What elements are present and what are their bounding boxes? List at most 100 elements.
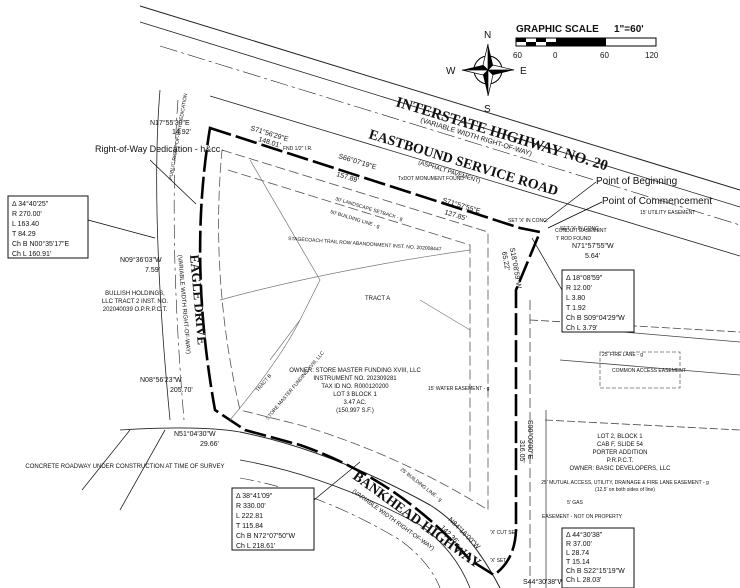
scale-title: GRAPHIC SCALE [516,24,599,35]
c2-chb: Ch B S09°04'29"W [566,314,625,322]
call-s00-dist: 316.05' [518,440,525,463]
compass-s: S [484,104,491,115]
call-n17: N17°55'30"E [150,119,190,127]
c2-l: L 3.80 [566,295,585,302]
call-n51-dist: 29.66' [200,441,219,448]
row-leader [149,159,197,205]
porter-label: PORTER ADDITION [593,450,648,456]
call-x-cut: 'X' CUT SET [490,530,518,536]
c4-chl: Ch L 28.03' [566,577,601,584]
lot2-label: LOT 2, BLOCK 1 [597,434,643,440]
call-txdot: TxDOT MONUMENT FOUND [398,176,464,182]
north-arrow-icon: N S E W [446,30,527,115]
c2-t: T 1.92 [566,305,586,312]
curve-table-c3: Δ 38°41'09" R 330.00' L 222.81 T 115.84 … [231,487,315,551]
subject-lot-block: OWNER: STORE MASTER FUNDING XVIII, LLC I… [289,368,421,414]
c1-l: L 163.40 [12,221,39,228]
scale-ratio: 1"=60' [614,24,644,35]
curve-table-c2: Δ 18°08'59" R 12.00' L 3.80 T 1.92 Ch B … [561,269,635,333]
eagle-drive-name: EAGLE DRIVE [187,254,210,346]
call-n09-dist: 7.59' [145,267,160,274]
call-fnd: FND 1/2" I.R. [283,146,313,152]
c1-chl: Ch L 160.91' [12,251,51,258]
common-label: COMMON ACCESS EASEMENT [612,368,686,374]
c1-r: R 270.00' [12,211,42,218]
c4-l: L 28.74 [566,550,589,557]
compass-e: E [520,66,527,77]
call-s00: S00°00'00"E [526,420,534,460]
call-n08-dist: 205.70' [170,387,193,394]
ifnd-label: 'I' ROD FOUND [556,236,591,242]
call-s66-dist: 157.89' [335,171,359,184]
c2-chl: Ch L 3.79' [566,325,597,332]
tract-lines [219,159,471,421]
c1-leader [87,219,156,239]
c3-delta: Δ 38°41'09" [236,492,273,500]
compass-n: N [484,30,491,41]
call-n09: N09°36'03"W [120,256,162,264]
water-label: 15' WATER EASEMENT - g [428,386,490,392]
call-s18-dist: 65.22' [500,251,510,271]
call-n71: N71°57'55"W [572,242,614,250]
poc-label: Point of Commencement [602,196,712,207]
tax-label: TAX ID NO. R000120200 [321,384,389,390]
call-n08: N08°56'23"W [140,376,182,384]
mutual-sub: (12.5' on both sides of line) [595,487,655,493]
c4-t: T 15.14 [566,559,590,566]
c4-chb: Ch B S22°15'19"W [566,567,625,575]
tract-a-label: TRACT A [365,296,390,302]
easement-nop: EASEMENT - NOT ON PROPERTY [542,514,623,520]
acres-label: 3.47 AC. [343,400,366,406]
call-n17-dist: 14.92' [172,129,191,136]
pob-leader [543,181,597,223]
c2-r: R 12.00' [566,285,592,292]
sf-label: (150,997 S.F.) [336,408,374,414]
cond-easement-label: CONDUIT EASEMENT [555,228,607,234]
pob-label: Point of Beginning [596,176,677,187]
call-n51: N51°04'30"W [174,430,216,438]
c3-leader [313,461,361,501]
c3-chb: Ch B N72°07'50"W [236,532,296,540]
setback-lines [218,149,489,511]
c1-delta: Δ 34°40'25" [12,200,49,208]
curve-table-c4: Δ 44°30'38" R 37.00' L 28.74 T 15.14 Ch … [561,527,635,588]
lot-label: LOT 3 BLOCK 1 [333,392,377,398]
concrete-label: CONCRETE ROADWAY UNDER CONSTRUCTION AT T… [25,464,224,470]
scale-tick-2: 0 [553,51,558,60]
prpct-label: P.R.P.C.T. [607,458,634,464]
bankhead-row-lines [119,427,501,588]
c3-chl: Ch L 218.61' [236,543,275,550]
gas-label: 5' GAS [567,500,583,506]
mutual-label: 25' MUTUAL ACCESS, UTILITY, DRAINAGE & F… [541,480,709,486]
call-s71b-dist: 127.85' [443,209,467,222]
c1-chb: Ch B N00°35'17"E [12,240,70,248]
scale-tick-1: 60 [513,51,522,60]
utility-label: 15' UTILITY EASEMENT [640,210,695,216]
tract-b-label: TRACT B [255,373,274,394]
curve-table-c1: Δ 34°40'25" R 270.00' L 163.40 T 84.29 C… [7,195,89,259]
compass-w: W [446,66,456,77]
scale-tick-3: 60 [600,51,609,60]
c2-delta: Δ 18°08'59" [566,274,603,282]
call-s44: S44°30'38"W [523,578,565,586]
graphic-scale: GRAPHIC SCALE 1"=60' 60 0 60 120 [513,24,659,60]
interstate-row-lines [139,5,740,257]
store-master-label: STORE MASTER FUNDING XVIII, LLC [265,350,326,421]
call-set-x: SET 'X' IN CONC. [508,218,548,224]
call-s66: S66°07'19"E [337,152,377,171]
poc-leader [547,201,603,229]
lot2-block: LOT 2, BLOCK 1 CAB F, SLIDE 54 PORTER AD… [541,434,709,520]
scale-tick-4: 120 [645,51,659,60]
bullish-label-box: BULLISH HOLDINGS, LLC TRACT 2 INST. NO. … [101,291,169,313]
row-dedication-label: Right-of-Way Dedication - h&cc [95,144,221,154]
cab-label: CAB F, SLIDE 54 [597,442,644,448]
stagecoach-label: STAGECOACH TRAIL ROW ABANDONMENT INST. N… [288,236,442,253]
instrument-label: INSTRUMENT NO. 202309281 [313,376,397,382]
fire-label: 25' FIRE LANE - g [602,352,643,358]
c2-leader [531,237,563,291]
public-row-label: PUBLIC RIGHT-OF-WAY DEDICATION [168,93,189,181]
owner-label: OWNER: STORE MASTER FUNDING XVIII, LLC [289,368,421,374]
owner2-label: OWNER: BASIC DEVELOPERS, LLC [569,466,671,472]
bullish-label: BULLISH HOLDINGS, LLC TRACT 2 INST. NO. … [101,291,169,313]
